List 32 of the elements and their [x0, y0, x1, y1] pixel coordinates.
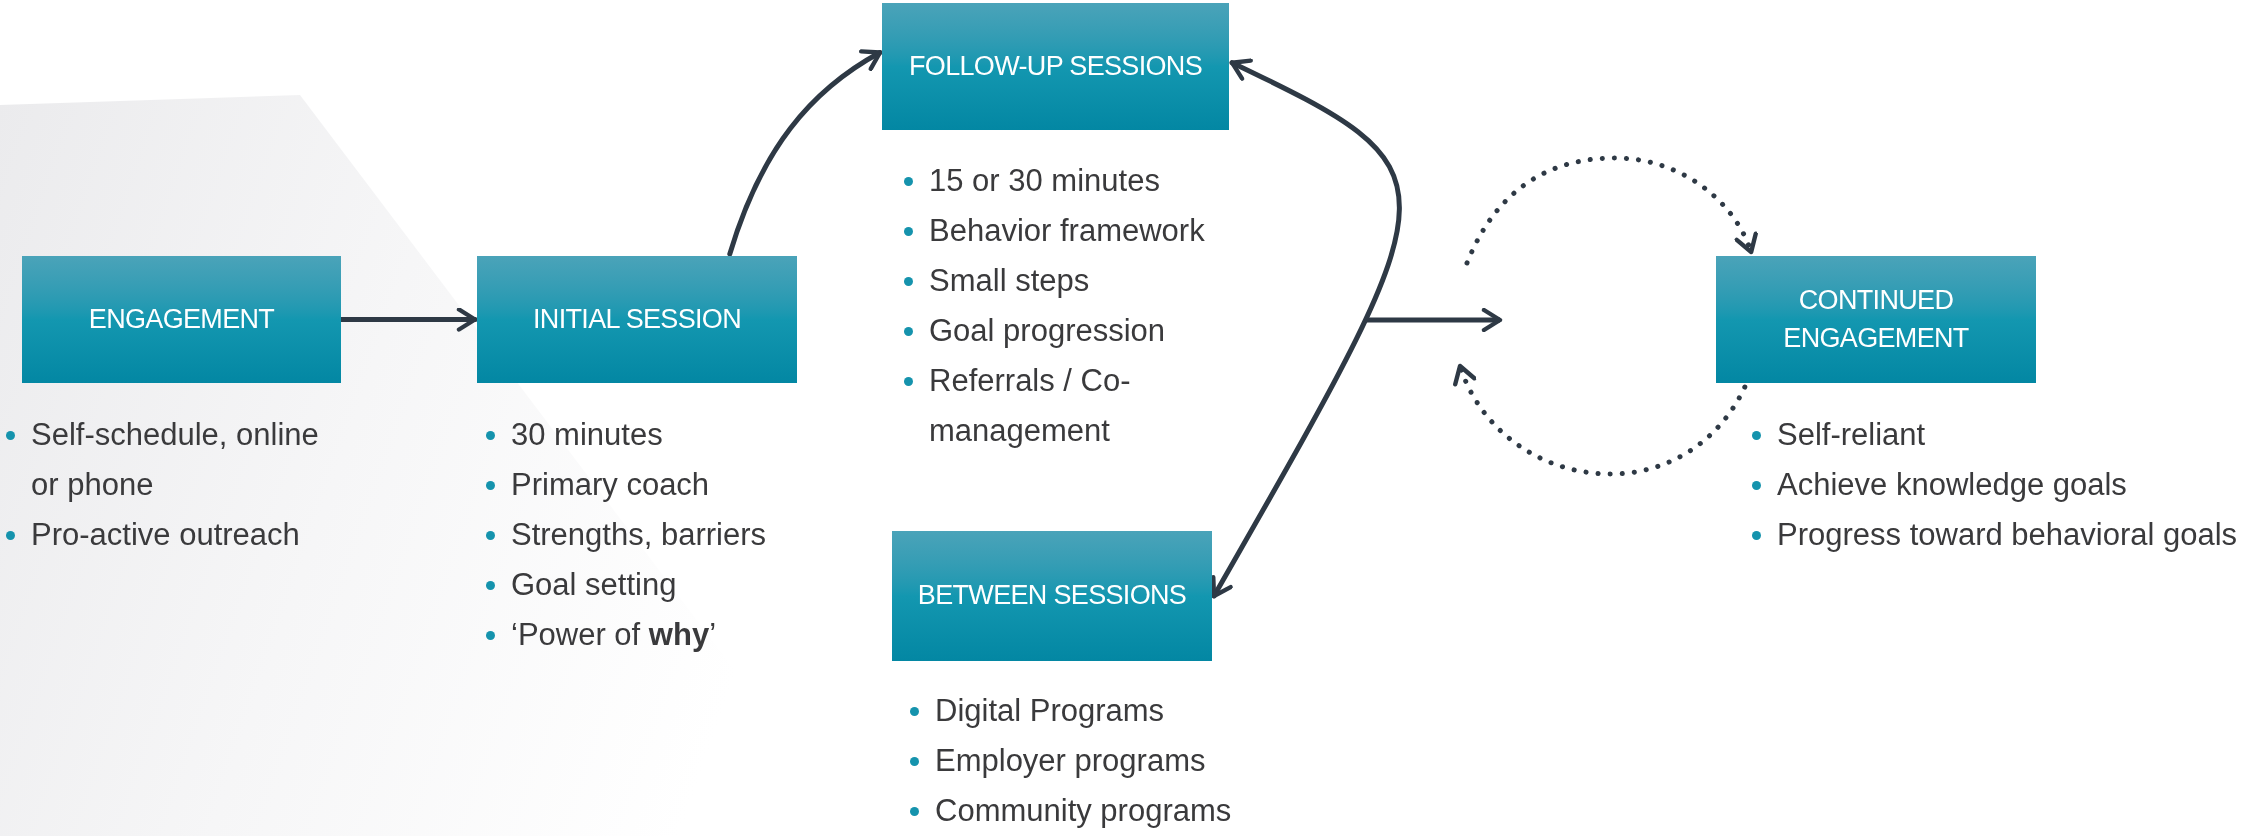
process-box [1716, 256, 2036, 383]
bullet-text: 30 minutes [511, 416, 663, 454]
bullet-text: Progress toward behavioral goals [1777, 516, 2238, 554]
bullet-text: 15 or 30 minutes [929, 162, 1160, 200]
bullet-text: Employer programs [935, 742, 1206, 780]
box-title: CONTINUED ENGAGEMENT [1782, 283, 1970, 355]
process-box [22, 256, 341, 383]
bullet-text: Goal setting [511, 566, 677, 604]
bullet-text: Referrals / Co-management [929, 362, 1132, 450]
bullet-text: Strengths, barriers [511, 516, 766, 554]
dotted-arrow [1464, 155, 1757, 266]
bullet-text: Digital Programs [935, 692, 1165, 730]
process-box [892, 531, 1212, 661]
bullet-text: Pro-active outreach [31, 516, 300, 554]
bullet-text: Community programs [935, 792, 1232, 830]
bullet-text: Small steps [929, 262, 1090, 300]
box-title: ENGAGEMENT [88, 302, 275, 336]
process-box [882, 3, 1229, 130]
bullet-text: Achieve knowledge goals [1777, 466, 2127, 504]
process-box [477, 256, 797, 383]
bullet-text: Self-reliant [1777, 416, 1926, 454]
bullet-text: Self-schedule, online or phone [31, 416, 320, 504]
bullet-text: Behavior framework [929, 212, 1205, 250]
box-title: INITIAL SESSION [533, 302, 741, 336]
arrow [1211, 58, 1402, 599]
bullet-text: ‘Power of why’ [511, 616, 717, 654]
bullet-text: Primary coach [511, 466, 710, 504]
box-title: BETWEEN SESSIONS [917, 579, 1187, 613]
arrow [727, 49, 883, 257]
dotted-arrow [1454, 363, 1748, 477]
box-title: FOLLOW-UP SESSIONS [909, 49, 1202, 83]
bullet-text: Goal progression [929, 312, 1166, 350]
